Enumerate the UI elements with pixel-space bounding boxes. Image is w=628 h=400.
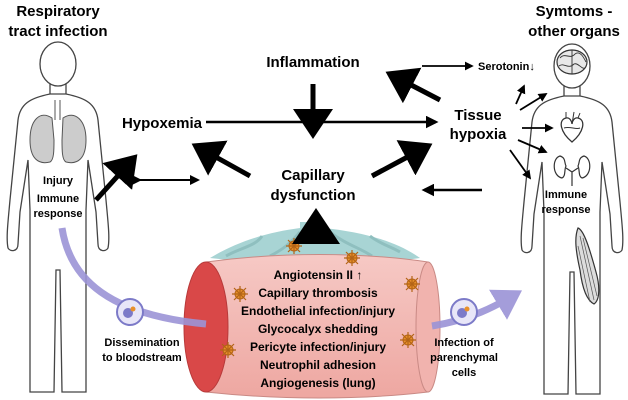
heart-icon (560, 111, 584, 143)
inflammation-label: Inflammation (266, 54, 359, 71)
right-immune-line1: Immune (545, 189, 587, 201)
left-title-line1: Respiratory (16, 3, 100, 20)
arrow-to-brain (515, 84, 526, 105)
capillary-line2: dysfunction (271, 187, 356, 204)
left-human-figure (6, 41, 110, 393)
serotonin-label: Serotonin↓ (478, 61, 535, 73)
vessel-list-item: Angiotensin II ↑ (274, 268, 363, 282)
kidneys-icon (553, 155, 591, 186)
infection-label: Infection of parenchymal cells (430, 337, 498, 379)
arrow-respiratory-to-hypoxemia (94, 154, 138, 202)
node-labels: Inflammation Hypoxemia Tissue hypoxia Ca… (122, 54, 507, 204)
infected-cell-right (450, 298, 478, 326)
arrow-to-upper (519, 93, 548, 111)
arrow-to-lower (509, 149, 532, 180)
vessel-list-item: Capillary thrombosis (258, 286, 378, 300)
infection-line2: parenchymal (430, 352, 498, 364)
virus-particle (220, 342, 236, 358)
arrow-to-kidney (517, 139, 548, 154)
tissue-hypoxia-line1: Tissue (454, 107, 501, 124)
arrow-capillary-to-hypoxemia (191, 140, 252, 179)
virus-particle (286, 238, 302, 254)
lungs-icon (29, 100, 87, 164)
vessel-list-item: Endothelial infection/injury (241, 304, 395, 318)
hypoxemia-label: Hypoxemia (122, 115, 203, 132)
brain-icon (556, 49, 588, 75)
tissue-hypoxia-line2: hypoxia (450, 126, 507, 143)
flow-arrows (94, 61, 554, 244)
dissemination-line1: Dissemination (104, 337, 179, 349)
vessel-list-item: Neutrophil adhesion (260, 358, 376, 372)
infection-line3: cells (452, 367, 476, 379)
capillary-line1: Capillary (281, 167, 345, 184)
muscle-icon (575, 227, 600, 305)
virus-particle (404, 276, 420, 292)
parenchymal-arrow (431, 289, 523, 330)
vessel-list-item: Angiogenesis (lung) (260, 376, 375, 390)
right-immune-line2: response (542, 204, 591, 216)
right-title-line2: other organs (528, 23, 620, 40)
virus-particles (220, 238, 420, 358)
dissemination-label: Dissemination to bloodstream (102, 337, 182, 364)
infection-line1: Infection of (434, 337, 494, 349)
left-immune-line2: response (34, 208, 83, 220)
infected-cell-left (116, 298, 144, 326)
virus-particle (232, 286, 248, 302)
vessel-list-item: Pericyte infection/injury (250, 340, 386, 354)
left-figure-labels: Respiratory tract infection Injury Immun… (8, 3, 107, 220)
left-immune-line1: Immune (37, 193, 79, 205)
vessel-list-item: Glycocalyx shedding (258, 322, 378, 336)
left-title-line2: tract infection (8, 23, 107, 40)
dissemination-arrow (58, 227, 207, 328)
arrow-tissue-hypoxia-to-inflammation (385, 67, 442, 104)
right-human-figure (520, 43, 624, 395)
vessel-list: Angiotensin II ↑ Capillary thrombosis En… (241, 268, 395, 390)
left-injury-label: Injury (43, 175, 74, 187)
dissemination-line2: to bloodstream (102, 352, 182, 364)
right-figure-labels: Symtoms - other organs Serotonin↓ Immune… (478, 3, 620, 216)
virus-particle (344, 250, 360, 266)
right-title-line1: Symtoms - (536, 3, 613, 20)
virus-particle (400, 332, 416, 348)
arrow-capillary-to-tissue-hypoxia (370, 140, 433, 179)
